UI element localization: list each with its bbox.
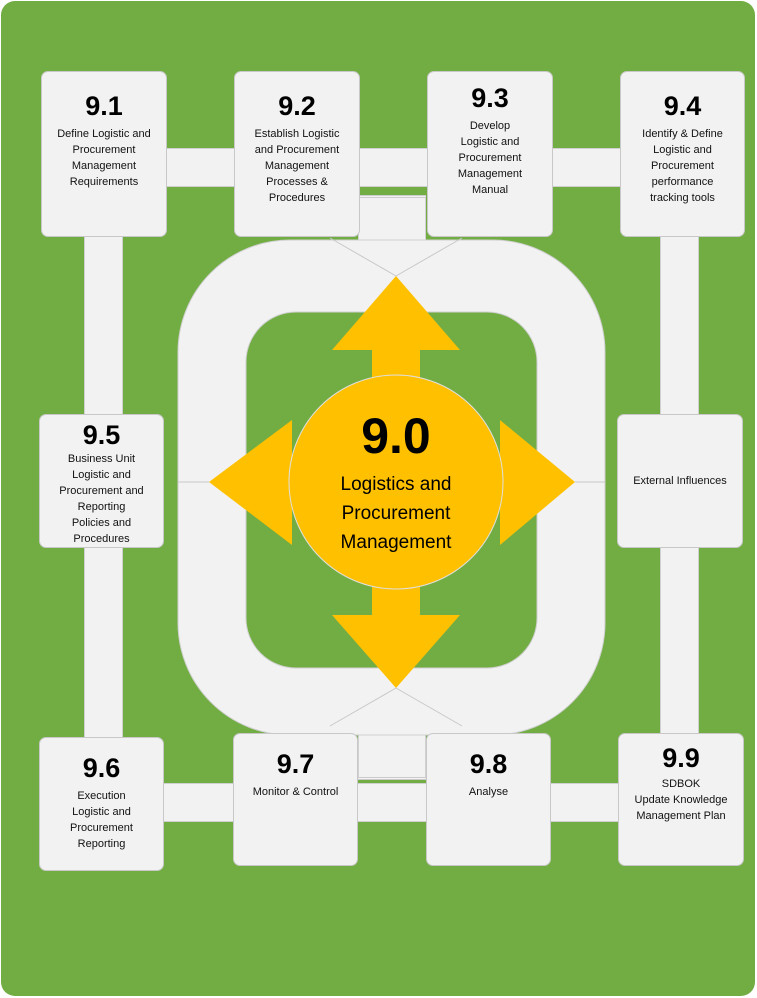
box-9-9[interactable]: 9.9 SDBOK Update Knowledge Management Pl… (618, 733, 744, 866)
box-text: External Influences (633, 475, 727, 487)
box-9-5[interactable]: 9.5 Business Unit Logistic and Procureme… (39, 414, 164, 548)
box-text: Business Unit Logistic and Procurement a… (59, 453, 144, 545)
box-text: Define Logistic and Procurement Manageme… (57, 128, 151, 188)
box-number: 9.3 (471, 83, 509, 113)
box-number: 9.9 (662, 743, 700, 773)
box-text: Execution Logistic and Procurement Repor… (70, 790, 133, 850)
box-text: Analyse (468, 786, 509, 798)
box-text: Develop Logistic and Procurement Managem… (457, 120, 523, 196)
box-number: 9.8 (469, 749, 508, 779)
box-9-1[interactable]: 9.1 Define Logistic and Procurement Mana… (41, 71, 167, 237)
box-text: SDBOK Update Knowledge Management Plan (634, 778, 728, 822)
box-number: 9.1 (85, 91, 123, 121)
box-text: Establish Logistic and Procurement Manag… (254, 128, 340, 204)
box-number: 9.7 (276, 749, 315, 779)
box-number: 9.4 (663, 91, 702, 121)
box-9-6[interactable]: 9.6 Execution Logistic and Procurement R… (39, 737, 164, 871)
box-9-2[interactable]: 9.2 Establish Logistic and Procurement M… (234, 71, 360, 237)
box-9-7[interactable]: 9.7 Monitor & Control (233, 733, 358, 866)
box-9-8[interactable]: 9.8 Analyse (426, 733, 551, 866)
center-circle (288, 374, 504, 590)
box-number: 9.5 (82, 420, 121, 450)
box-9-3[interactable]: 9.3 Develop Logistic and Procurement Man… (427, 71, 553, 237)
center-number: 9.0 (361, 407, 431, 464)
box-9-4[interactable]: 9.4 Identify & Define Logistic and Procu… (620, 71, 745, 237)
center-title: Logistics and Procurement Management (340, 473, 452, 553)
box-text: Monitor & Control (252, 786, 339, 798)
box-number: 9.2 (278, 91, 316, 121)
center-hub: 9.0 Logistics and Procurement Management (289, 375, 503, 589)
box-external-influences[interactable]: External Influences (617, 414, 743, 548)
box-number: 9.6 (82, 753, 121, 783)
box-text: Identify & Define Logistic and Procureme… (642, 128, 723, 204)
